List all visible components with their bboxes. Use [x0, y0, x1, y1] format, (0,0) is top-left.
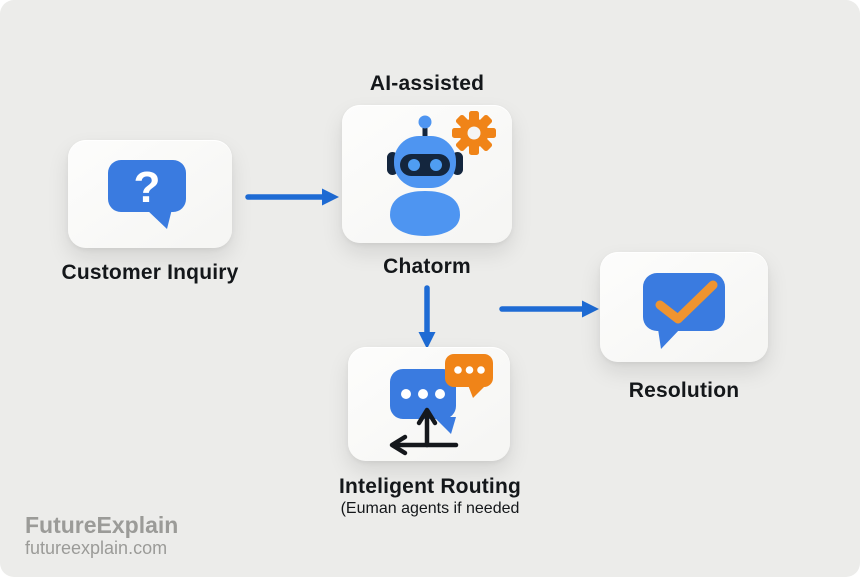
checkmark-glyph — [655, 280, 718, 324]
chatbot-label-top: AI-assisted — [369, 72, 485, 95]
brand-site: futureexplain.com — [25, 538, 168, 559]
routing-label: Inteligent Routing — [338, 475, 522, 498]
robot-visor — [400, 154, 450, 176]
routing-sublabel: (Euman agents if needed — [340, 500, 520, 517]
question-mark-glyph: ? — [134, 163, 161, 212]
robot-icon — [387, 111, 496, 236]
gear-icon — [452, 111, 496, 155]
brand-name: FutureExplain — [25, 512, 179, 538]
question-bubble-icon: ? — [108, 160, 186, 229]
resolution-label: Resolution — [628, 379, 740, 402]
robot-eye-left — [408, 159, 420, 171]
chatbot-label-bottom: Chatorm — [383, 255, 471, 278]
arrow-to-resolution — [499, 300, 599, 318]
chat-bubbles-routing-icon — [389, 354, 493, 456]
robot-eye-right — [430, 159, 442, 171]
routing-arrows-icon — [389, 407, 459, 456]
chatbot-card — [342, 105, 512, 243]
arrow-inquiry-to-chatbot — [245, 188, 339, 206]
check-bubble-icon — [643, 273, 725, 349]
robot-body — [390, 191, 460, 236]
customer-inquiry-card: ? — [68, 140, 232, 248]
resolution-card — [600, 252, 768, 362]
brand-watermark: FutureExplain futureexplain.com — [25, 512, 179, 559]
customer-inquiry-label: Customer Inquiry — [61, 261, 239, 284]
arrow-chatbot-to-routing — [418, 285, 436, 349]
routing-card — [348, 347, 510, 461]
